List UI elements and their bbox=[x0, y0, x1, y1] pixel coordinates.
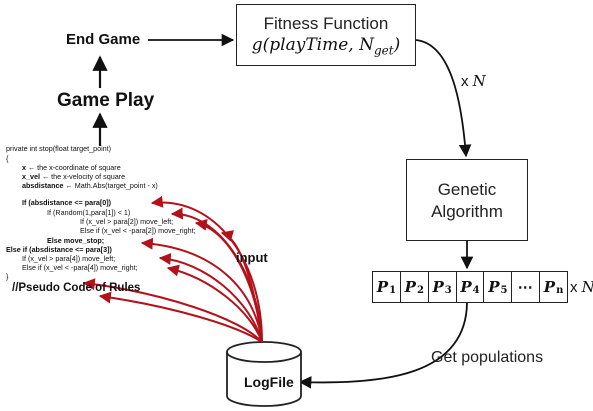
input-arrows bbox=[82, 195, 263, 343]
population-base: P bbox=[488, 278, 500, 296]
population-sub: 3 bbox=[444, 284, 452, 296]
game-play-label: Game Play bbox=[57, 90, 155, 111]
input-arrow-para4b bbox=[166, 264, 263, 343]
times-n-x: x bbox=[461, 73, 469, 90]
code-line: x ← the x-coordinate of square bbox=[22, 163, 121, 173]
genetic-line1: Genetic bbox=[437, 180, 497, 199]
times-n-label: x N bbox=[461, 72, 486, 90]
fitness-formula-sub: get bbox=[373, 43, 394, 58]
get-populations-label: Get populations bbox=[431, 349, 544, 366]
logfile-cylinder bbox=[226, 341, 302, 407]
fitness-formula-close: ) bbox=[393, 35, 401, 55]
population-base: P bbox=[404, 278, 416, 296]
code-line: Else if (x_vel < -para[2]) move_right; bbox=[80, 226, 196, 235]
population-base: P bbox=[432, 278, 444, 296]
pseudo-code-caption: //Pseudo Code of Rules bbox=[12, 282, 141, 294]
code-line: Else move_stop; bbox=[47, 236, 105, 245]
logfile-label: LogFile bbox=[244, 374, 294, 390]
population-ellipsis-cell: ⋯ bbox=[512, 272, 541, 302]
input-arrow-return2 bbox=[98, 291, 263, 343]
code-line: absdistance ← Math.Abs(target_point - x) bbox=[22, 181, 158, 191]
population-sub: 1 bbox=[389, 284, 397, 296]
input-arrow-para4a bbox=[158, 252, 263, 343]
times-n-pop-var: N bbox=[582, 278, 593, 296]
input-arrow-para3 bbox=[140, 237, 263, 343]
code-line: If (absdistance <= para[0]) bbox=[22, 198, 112, 207]
fitness-formula: g(playTime, Nget) bbox=[237, 35, 415, 57]
population-sub: 2 bbox=[416, 284, 424, 296]
code-text: ← the x-coordinate of square bbox=[28, 163, 121, 172]
code-text: ← the x-velocity of square bbox=[42, 172, 126, 181]
end-game-label: End Game bbox=[66, 31, 141, 48]
code-line: If (Random(1,para[1]) < 1) bbox=[47, 208, 131, 217]
fitness-function-box: Fitness Function g(playTime, Nget) bbox=[236, 4, 416, 66]
fitness-function-title: Fitness Function bbox=[263, 14, 389, 33]
input-arrow-para2b bbox=[220, 230, 263, 343]
code-line: Else if (absdistance <= para[3]) bbox=[6, 245, 112, 254]
arrow-fitness-to-genetic bbox=[415, 39, 472, 158]
genetic-line2: Algorithm bbox=[431, 202, 503, 221]
code-line: { bbox=[6, 154, 9, 163]
population-base: P bbox=[376, 278, 389, 296]
fitness-formula-main: g(playTime, N bbox=[251, 35, 374, 55]
code-line: If (x_vel > para[4]) move_left; bbox=[22, 254, 116, 263]
arrow-populations-to-logfile bbox=[298, 302, 468, 389]
times-n-var: N bbox=[472, 72, 486, 90]
code-var: x_vel bbox=[22, 172, 40, 181]
code-text: ← Math.Abs(target_point - x) bbox=[65, 181, 158, 190]
code-var: x bbox=[22, 163, 26, 172]
code-line: If (x_vel > para[2]) move_left; bbox=[80, 217, 174, 226]
genetic-algorithm-box: Genetic Algorithm bbox=[406, 159, 528, 241]
code-line: private int stop(float target_point) bbox=[6, 144, 112, 153]
population-base: P bbox=[543, 278, 556, 296]
input-arrow-return1 bbox=[82, 278, 263, 343]
times-n-pop-x: x bbox=[570, 279, 578, 296]
population-sub: n bbox=[556, 284, 564, 296]
population-sub: 4 bbox=[472, 284, 480, 296]
population-sub: 5 bbox=[500, 284, 508, 296]
code-var: absdistance bbox=[22, 181, 64, 190]
code-line: Else if (x_vel < -para[4]) move_right; bbox=[22, 263, 138, 272]
times-n-pop-label: x N bbox=[570, 278, 593, 296]
population-base: P bbox=[460, 278, 472, 296]
population-ellipsis: ⋯ bbox=[517, 278, 533, 296]
code-line: } bbox=[6, 272, 9, 281]
code-line: x_vel ← the x-velocity of square bbox=[22, 172, 125, 182]
input-label: input bbox=[236, 250, 268, 265]
